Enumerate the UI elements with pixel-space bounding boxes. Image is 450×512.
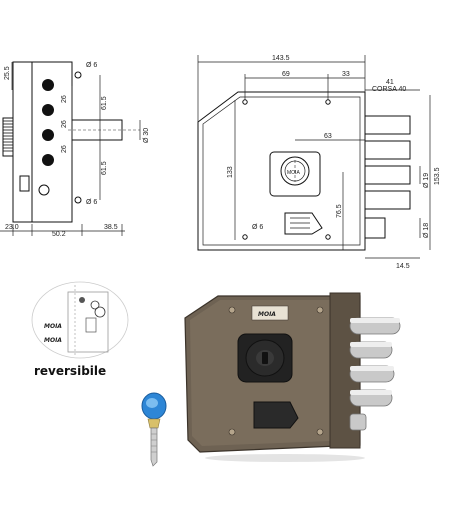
dim-cylinder-dia: Ø 30 bbox=[143, 128, 150, 143]
dim-left-width: 23.0 bbox=[5, 224, 19, 231]
dim-spacing-3: 26 bbox=[61, 145, 68, 153]
side-cylinder-brand: MOIA bbox=[287, 170, 300, 176]
dim-top-offset: 25.5 bbox=[4, 66, 11, 80]
dim-latch-offset: 14.5 bbox=[396, 263, 410, 270]
front-view-drawing: 25.5 Ø 6 26 26 26 61.5 61.5 Ø 30 Ø 6 23.… bbox=[0, 61, 150, 238]
dim-hole-spacing: 69 bbox=[282, 71, 290, 78]
dim-total-width: 143.5 bbox=[272, 55, 290, 62]
dim-stroke-label: CORSA 40 bbox=[372, 86, 406, 93]
dim-total-height: 153.5 bbox=[434, 167, 441, 185]
dim-body-height: 133 bbox=[227, 166, 234, 178]
dim-hole-corner: Ø 6 bbox=[252, 224, 263, 231]
dim-half-upper: 61.5 bbox=[101, 96, 108, 110]
inset-sketch-text-1: MOIA bbox=[44, 323, 62, 330]
lock-product-photo: MOIA bbox=[184, 292, 401, 462]
dim-half-lower: 61.5 bbox=[101, 161, 108, 175]
dim-hole-bottom: Ø 6 bbox=[86, 199, 97, 206]
lock-bolts bbox=[349, 317, 401, 431]
reversible-label: reversibile bbox=[34, 364, 106, 378]
dim-cylinder-offset: 63 bbox=[324, 133, 332, 140]
dim-spacing-2: 26 bbox=[61, 120, 68, 128]
dim-bolt-dia: Ø 19 bbox=[423, 173, 430, 188]
dim-hole-top: Ø 6 bbox=[86, 62, 97, 69]
reversible-inset: MOIA MOIA reversibile bbox=[31, 281, 129, 378]
dim-body-depth: 50.2 bbox=[52, 231, 66, 238]
dim-hole-to-edge: 33 bbox=[342, 71, 350, 78]
blue-key bbox=[141, 392, 167, 467]
dim-cylinder-height: 76.5 bbox=[336, 204, 343, 218]
product-plate-brand: MOIA bbox=[258, 311, 276, 318]
dim-cylinder-len: 38.5 bbox=[104, 224, 118, 231]
inset-sketch-text-2: MOIA bbox=[44, 337, 62, 344]
dim-bolt-out: 41 bbox=[386, 79, 394, 86]
dim-spacing-1: 26 bbox=[61, 95, 68, 103]
side-view-drawing: MOIA 143.5 69 33 41 CORSA 40 63 bbox=[197, 55, 441, 270]
dim-latch-dia: Ø 18 bbox=[423, 223, 430, 238]
